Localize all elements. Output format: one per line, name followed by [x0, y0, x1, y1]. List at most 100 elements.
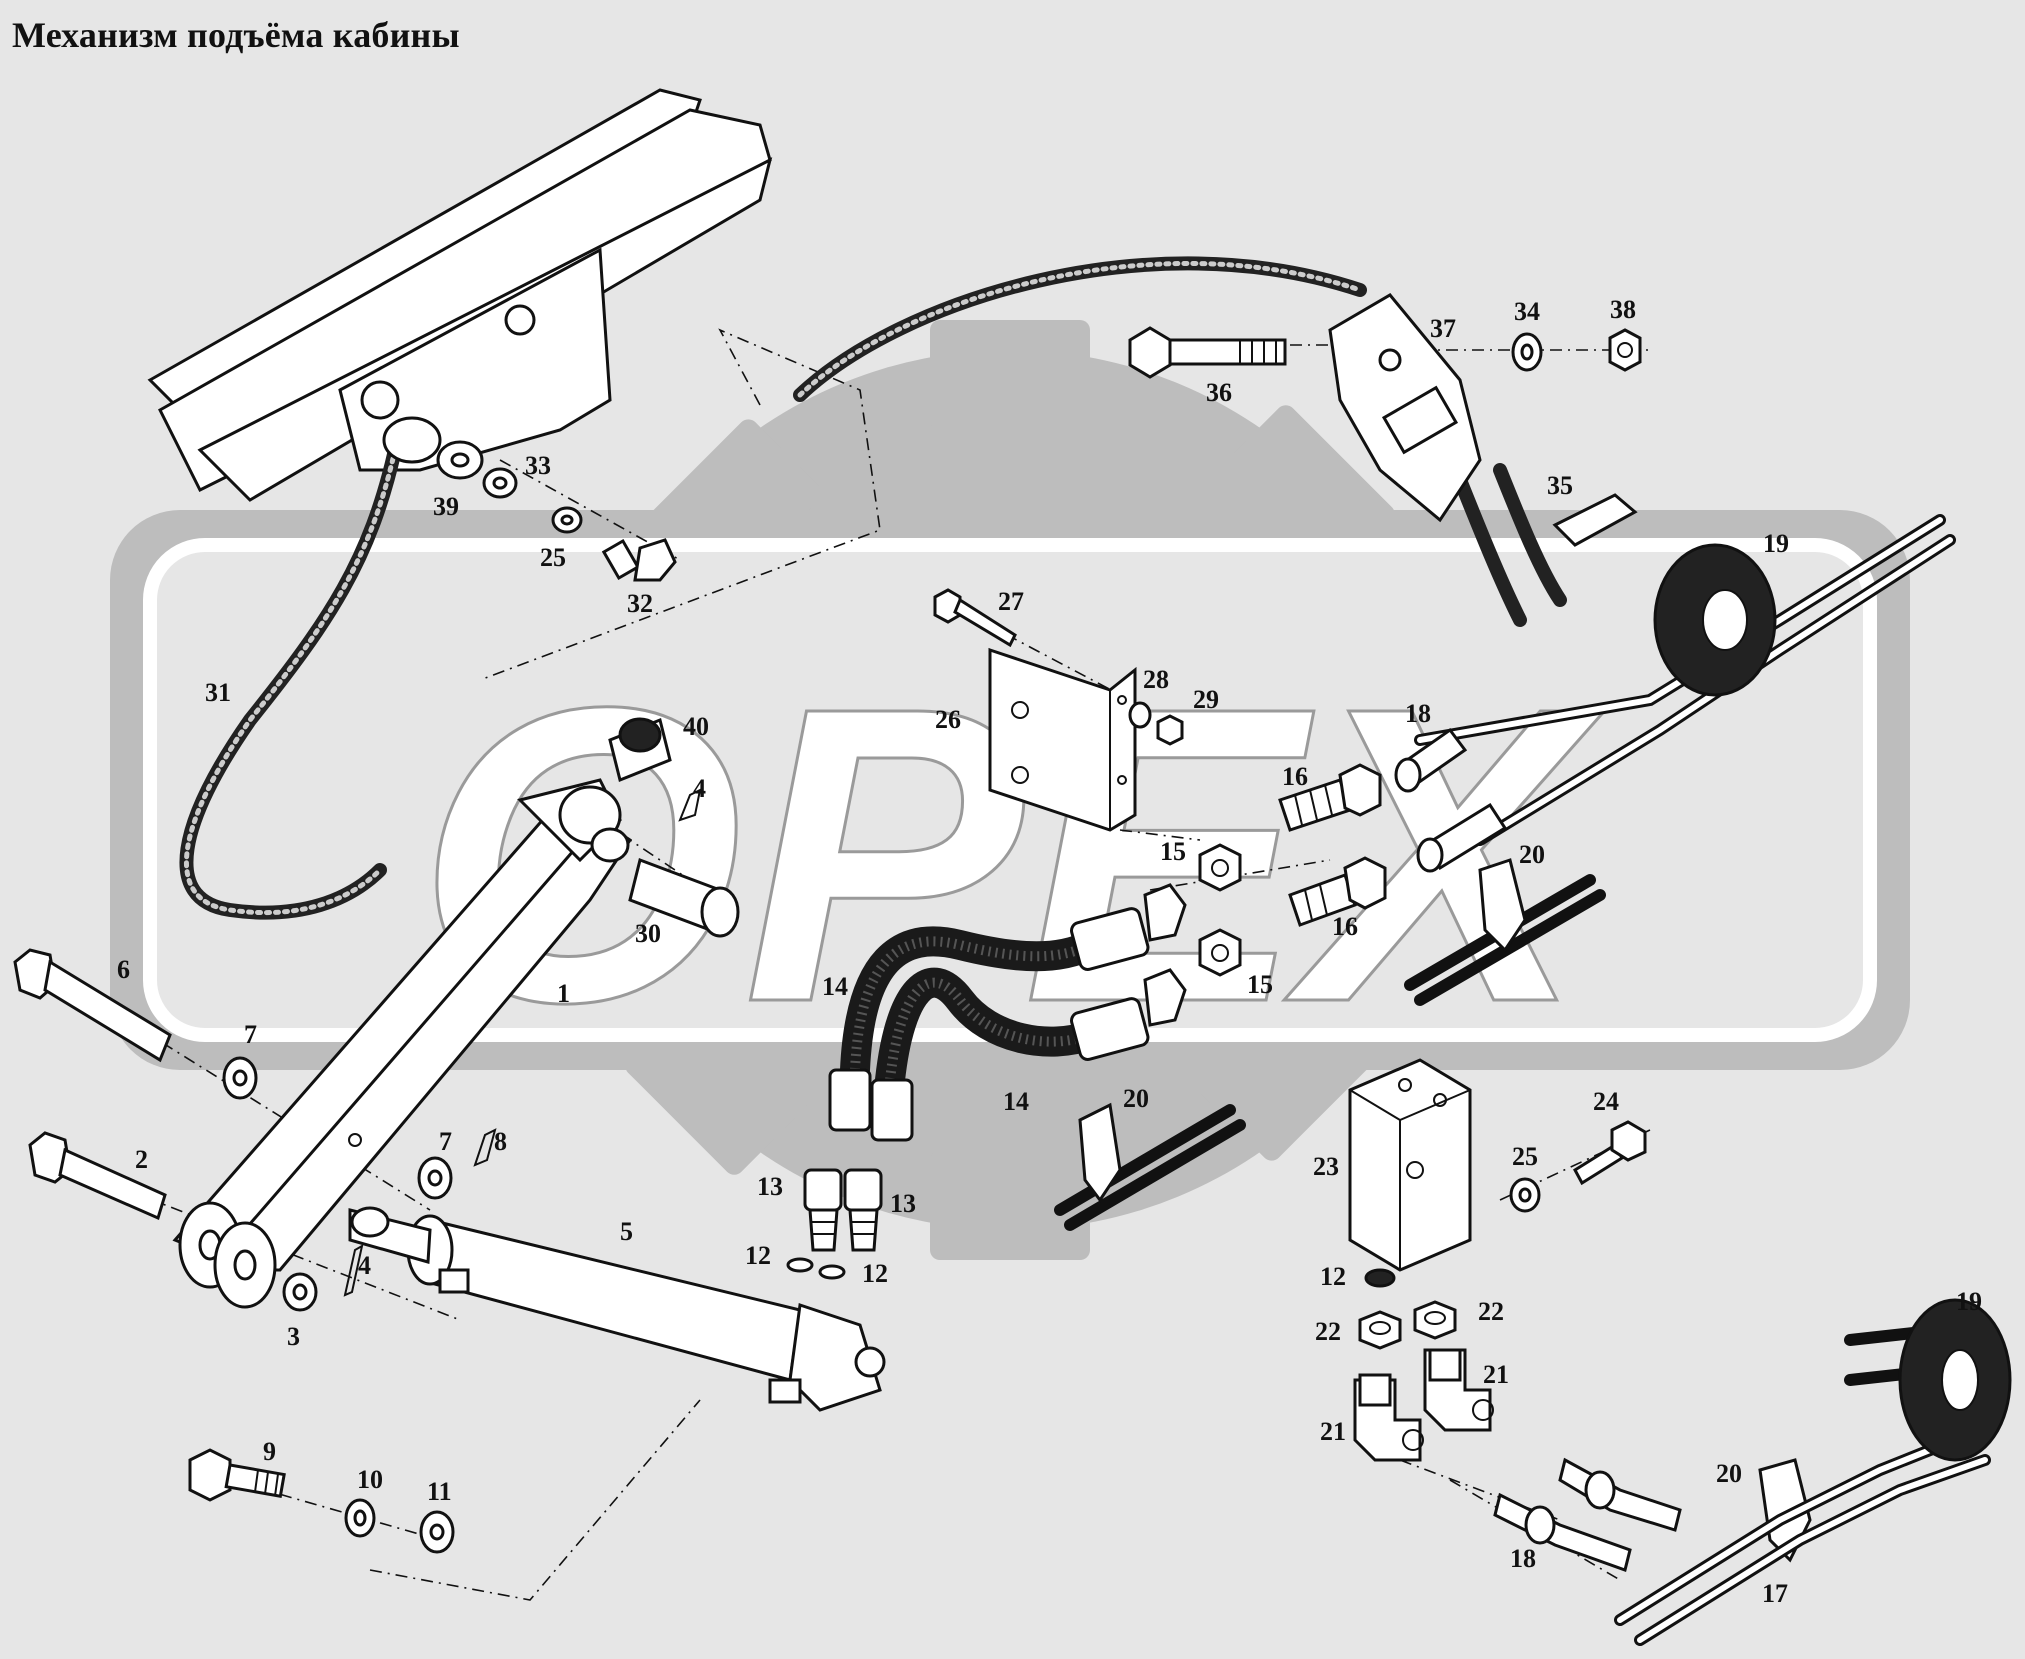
callout-26: 26	[935, 705, 961, 734]
washer-25-upper	[551, 506, 583, 534]
fitting-18-lower-b	[1493, 1492, 1632, 1572]
washer-7-upper	[222, 1056, 258, 1100]
callout-27: 27	[998, 587, 1024, 616]
callout-25: 25	[540, 543, 566, 572]
callout-20: 20	[1716, 1459, 1742, 1488]
seal-12-lower	[1364, 1268, 1396, 1288]
seal-12-left	[786, 1257, 814, 1273]
callout-31: 31	[205, 678, 231, 707]
elbow-21-left	[1353, 1373, 1424, 1462]
callout-13: 13	[890, 1189, 916, 1218]
callout-2: 2	[135, 1145, 148, 1174]
callout-4: 4	[358, 1251, 371, 1280]
fitting-18-upper-a	[1394, 727, 1468, 793]
elbow-21-right	[1423, 1348, 1494, 1432]
callout-12: 12	[1320, 1262, 1346, 1291]
washer-34	[1511, 332, 1543, 372]
nut-15-upper	[1198, 843, 1242, 892]
hose-14-lower	[875, 967, 1187, 1095]
pin-6	[13, 948, 172, 1063]
nut-15-lower	[1198, 928, 1242, 977]
callout-16: 16	[1332, 912, 1358, 941]
callout-4: 4	[693, 774, 706, 803]
callout-10: 10	[357, 1465, 383, 1494]
seal-12-right	[818, 1264, 846, 1280]
callout-21: 21	[1320, 1417, 1346, 1446]
bolt-9	[188, 1448, 286, 1502]
nut-22-right	[1413, 1300, 1457, 1340]
cable-31	[179, 416, 442, 920]
pin-30	[628, 858, 740, 938]
callout-28: 28	[1143, 665, 1169, 694]
washer-3	[282, 1272, 318, 1312]
callout-29: 29	[1193, 685, 1219, 714]
clamp-37	[1328, 293, 1482, 523]
callout-20: 20	[1123, 1084, 1149, 1113]
callout-38: 38	[1610, 295, 1636, 324]
cab-rail	[147, 88, 773, 502]
callout-7: 7	[244, 1020, 257, 1049]
washer-39	[436, 440, 484, 480]
washer-25-lower	[1509, 1177, 1541, 1213]
callout-36: 36	[1206, 378, 1232, 407]
callout-18: 18	[1405, 699, 1431, 728]
callout-22: 22	[1315, 1317, 1341, 1346]
callout-39: 39	[433, 492, 459, 521]
valve-block-23	[1348, 1058, 1472, 1272]
fitting-13-right	[843, 1168, 883, 1252]
callout-22: 22	[1478, 1297, 1504, 1326]
callout-5: 5	[620, 1217, 633, 1246]
callout-35: 35	[1547, 471, 1573, 500]
clip-20-center	[1054, 1102, 1246, 1231]
callout-34: 34	[1514, 297, 1540, 326]
callout-17: 17	[1762, 1579, 1788, 1608]
grommet-19-upper	[1653, 543, 1777, 697]
washer-28	[1128, 701, 1152, 729]
washer-33	[482, 467, 518, 499]
bolt-16-upper	[1278, 763, 1382, 832]
callout-15: 15	[1160, 837, 1186, 866]
callout-24: 24	[1593, 1087, 1619, 1116]
lever-arm-1	[172, 778, 633, 1309]
callout-labels: 1 2 3 4 4 5 6 7 7 8 9 10 11 12 12 12 13 …	[117, 295, 1982, 1608]
nut-38	[1608, 328, 1642, 372]
grommet-19-lower	[1898, 1298, 2012, 1462]
nut-22-left	[1358, 1310, 1402, 1350]
hydraulic-cylinder-5	[348, 1206, 886, 1412]
hose-fittings	[828, 1068, 914, 1142]
callout-15: 15	[1247, 970, 1273, 999]
bolt-36	[1128, 326, 1287, 379]
callout-1: 1	[557, 979, 570, 1008]
washer-11	[419, 1510, 455, 1554]
callout-40: 40	[683, 712, 709, 741]
callout-33: 33	[525, 451, 551, 480]
fitting-18-upper-b	[1416, 802, 1508, 873]
callout-6: 6	[117, 955, 130, 984]
fitting-13-left	[803, 1168, 843, 1252]
callout-14: 14	[1003, 1087, 1029, 1116]
callout-19: 19	[1763, 529, 1789, 558]
page-title: Механизм подъёма кабины	[12, 15, 460, 55]
callout-19: 19	[1956, 1287, 1982, 1316]
bushing-40	[608, 717, 672, 783]
clip-20-right	[1404, 858, 1606, 1006]
bolt-24	[1573, 1120, 1647, 1186]
callout-30: 30	[635, 919, 661, 948]
callout-3: 3	[287, 1322, 300, 1351]
callout-32: 32	[627, 589, 653, 618]
cotter-pin-8	[473, 1128, 497, 1167]
callout-7: 7	[439, 1127, 452, 1156]
callout-12: 12	[862, 1259, 888, 1288]
callout-13: 13	[757, 1172, 783, 1201]
fitting-18-lower-a	[1558, 1457, 1682, 1532]
callout-37: 37	[1430, 314, 1456, 343]
nut-29	[1156, 714, 1184, 746]
callout-12: 12	[745, 1241, 771, 1270]
cable-upper	[793, 256, 1567, 627]
cotter-pin-4-upper	[678, 788, 702, 822]
callout-21: 21	[1483, 1360, 1509, 1389]
callout-8: 8	[494, 1127, 507, 1156]
callout-18: 18	[1510, 1544, 1536, 1573]
callout-14: 14	[822, 972, 848, 1001]
